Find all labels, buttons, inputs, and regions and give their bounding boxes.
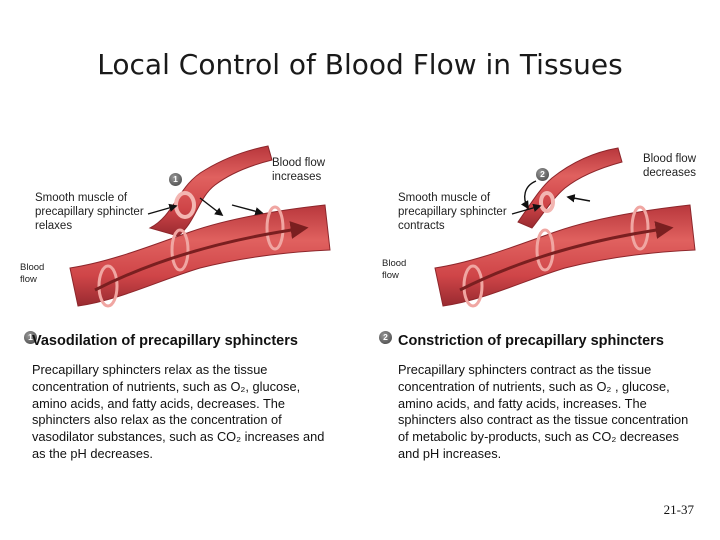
left-panel-body: Precapillary sphincters relax as the tis… <box>32 362 325 461</box>
right-muscle-pointer <box>511 203 542 215</box>
right-panel: Constriction of precapillary sphincters … <box>398 332 690 463</box>
step-badge-1: 1 <box>169 173 182 186</box>
page-title: Local Control of Blood Flow in Tissues <box>97 48 623 81</box>
right-vessel-illustration <box>434 147 696 308</box>
right-flow-label: Blood flow decreases <box>642 153 696 179</box>
right-flow-arrow <box>459 221 674 292</box>
left-vessel-band <box>170 228 190 272</box>
left-muscle-pointer <box>147 203 178 215</box>
left-flow-arrow <box>94 221 309 292</box>
left-flow-label: Blood flow increases <box>272 157 326 183</box>
left-vessel-band <box>265 205 285 251</box>
left-muscle-label: Smooth muscle of precapillary sphincter … <box>35 192 144 232</box>
left-main-vessel <box>69 204 331 307</box>
right-blood-flow-label: Blood flow <box>382 258 407 281</box>
right-vessel-band <box>535 228 555 272</box>
panel-badge-1: 1 <box>24 331 37 344</box>
left-blood-flow-label: Blood flow <box>20 262 45 285</box>
right-flow-curve-arrow <box>520 180 537 210</box>
step-badge-2: 2 <box>536 168 549 181</box>
right-panel-heading: Constriction of precapillary sphincters <box>398 333 664 349</box>
right-vessel-band <box>462 264 484 308</box>
left-vessel-illustration <box>69 145 331 308</box>
left-panel-heading: Vasodilation of precapillary sphincters <box>32 333 298 349</box>
slide-number: 21-37 <box>663 502 694 517</box>
left-flow-out-arrow-2 <box>231 204 264 216</box>
left-flow-out-arrow-1 <box>199 197 224 217</box>
left-vessel-band <box>97 264 119 308</box>
right-flow-in-arrow <box>566 194 591 203</box>
right-muscle-label: Smooth muscle of precapillary sphincter … <box>398 192 507 232</box>
right-vessel-band <box>630 205 650 251</box>
left-panel: Vasodilation of precapillary sphincters … <box>32 332 332 463</box>
right-main-vessel <box>434 204 696 307</box>
right-capillary-branch <box>517 147 623 229</box>
right-precapillary-sphincter <box>539 191 555 213</box>
panel-badge-2: 2 <box>379 331 392 344</box>
right-panel-body: Precapillary sphincters contract as the … <box>398 362 689 461</box>
